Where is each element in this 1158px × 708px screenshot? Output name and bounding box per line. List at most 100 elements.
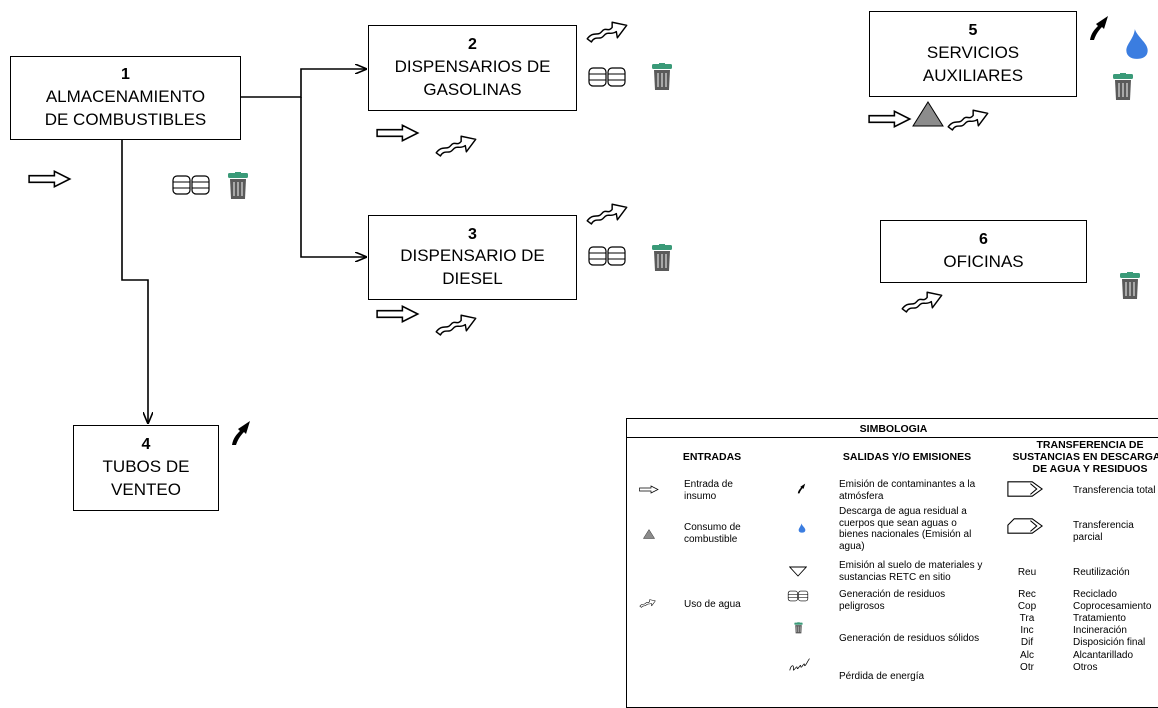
legend-text-line: combustible <box>684 533 738 545</box>
node-3-dispensario-diesel: 3 DISPENSARIO DE DIESEL <box>368 215 577 300</box>
legend-perdida-energia: Pérdida de energía <box>839 671 925 682</box>
solid-waste-icon <box>227 172 249 200</box>
solid-waste-icon <box>794 622 803 634</box>
legend-consumo-combustible: Consumo de combustible <box>684 522 764 545</box>
transfer-code-label: Incineración <box>1073 625 1127 636</box>
transfer-code: Tra <box>1019 613 1035 624</box>
edge-1-4 <box>121 139 148 423</box>
node-label-line: SERVICIOS <box>926 42 1020 62</box>
legend-text-line: insumo <box>684 490 717 502</box>
legend-text-line: cuerpos que sean aguas o <box>839 517 957 529</box>
legend-col-transferencia-line: SUSTANCIAS EN DESCARGAS <box>1012 451 1158 463</box>
legend-text-line: Transferencia <box>1073 520 1134 531</box>
transfer-code: Inc <box>1020 625 1034 636</box>
hazardous-waste-icon <box>787 590 809 602</box>
legend-transferencia-total: Transferencia total <box>1073 485 1156 496</box>
node-number: 6 <box>979 231 988 249</box>
water-discharge-icon <box>1124 28 1150 60</box>
transfer-code-label: Coprocesamiento <box>1073 601 1152 612</box>
hazardous-waste-icon <box>586 245 628 267</box>
solid-waste-icon <box>651 244 673 272</box>
water-use-icon <box>639 597 657 608</box>
input-arrow-icon <box>376 305 420 323</box>
legend-emision-atmosfera: Emisión de contaminantes a la atmósfera <box>839 479 997 502</box>
water-use-icon <box>585 16 631 43</box>
edge-1-3 <box>300 97 366 257</box>
hazardous-waste-icon <box>170 174 212 196</box>
legend-residuos-solidos: Generación de residuos sólidos <box>839 633 980 644</box>
legend-text-line: peligrosos <box>839 600 885 612</box>
node-5-servicios-auxiliares: 5 SERVICIOS AUXILIARES <box>869 11 1077 97</box>
legend-descarga-agua: Descarga de agua residual a cuerpos que … <box>839 506 997 552</box>
node-4-tubos-venteo: 4 TUBOS DE VENTEO <box>73 425 219 511</box>
node-label-line: DISPENSARIOS DE <box>394 56 551 76</box>
atmosphere-emission-icon <box>230 420 252 446</box>
total-transfer-icon <box>1007 479 1043 499</box>
edge-1-2 <box>240 69 366 98</box>
transfer-code: Otr <box>1020 662 1034 673</box>
node-number: 2 <box>468 36 477 54</box>
legend-col-transferencia-line: TRANSFERENCIA DE <box>1036 439 1144 451</box>
solid-waste-icon <box>1119 272 1141 300</box>
transfer-code-label: Reutilización <box>1073 567 1130 578</box>
node-label-line: DE COMBUSTIBLES <box>44 109 207 129</box>
node-label-line: DIESEL <box>442 269 503 289</box>
legend-text-line: bienes nacionales (Emisión al <box>839 529 972 540</box>
fuel-consumption-icon <box>643 529 655 539</box>
atmosphere-emission-icon <box>1088 15 1110 41</box>
legend-text-line: parcial <box>1073 531 1103 543</box>
energy-loss-icon <box>789 657 811 672</box>
transfer-code-label: Reciclado <box>1073 589 1117 600</box>
node-label-line: ALMACENAMIENTO <box>45 86 206 106</box>
node-label-line: GASOLINAS <box>423 79 522 99</box>
water-use-icon <box>434 309 480 336</box>
legend-text-line: Emisión de contaminantes a la <box>839 479 976 490</box>
node-2-dispensarios-gasolinas: 2 DISPENSARIOS DE GASOLINAS <box>368 25 577 111</box>
legend-title-rule <box>627 437 1158 438</box>
node-label-line: VENTEO <box>111 479 181 499</box>
legend-uso-agua: Uso de agua <box>684 599 741 610</box>
node-label-line: OFICINAS <box>943 251 1024 271</box>
legend-text-line: Consumo de <box>684 522 741 533</box>
input-arrow-icon <box>376 124 420 142</box>
water-use-icon <box>900 286 946 313</box>
atmosphere-emission-icon <box>797 483 806 494</box>
input-arrow-icon <box>28 170 72 188</box>
transfer-code-label: Disposición final <box>1073 637 1146 648</box>
node-number: 4 <box>141 436 151 454</box>
partial-transfer-icon <box>1007 516 1043 536</box>
transfer-code: Dif <box>1020 637 1034 648</box>
water-use-icon <box>946 104 992 131</box>
solid-waste-icon <box>651 63 673 91</box>
node-number: 1 <box>121 66 130 84</box>
transfer-code-label: Otros <box>1073 662 1098 673</box>
legend-text-line: Entrada de <box>684 479 733 490</box>
fuel-consumption-icon <box>912 101 944 127</box>
hazardous-waste-icon <box>586 66 628 88</box>
legend-text-line: sustancias RETC en sitio <box>839 571 951 583</box>
solid-waste-icon <box>1112 73 1134 101</box>
node-label-line: AUXILIARES <box>922 65 1024 85</box>
legend-residuos-peligrosos: Generación de residuos peligrosos <box>839 589 997 612</box>
transfer-code-label: Alcantarillado <box>1073 650 1134 661</box>
transfer-code: Rec <box>1018 589 1036 600</box>
input-arrow-icon <box>639 485 659 494</box>
legend-text-line: atmósfera <box>839 490 884 502</box>
legend-col-transferencia-line: DE AGUA Y RESIDUOS <box>1032 463 1148 475</box>
water-use-icon <box>585 198 631 225</box>
water-discharge-icon <box>798 523 806 533</box>
legend-col-entradas: ENTRADAS <box>682 451 742 463</box>
legend-simbologia: SIMBOLOGIA ENTRADAS SALIDAS Y/O EMISIONE… <box>626 418 1158 708</box>
transfer-code: Reu <box>1017 567 1037 578</box>
node-number: 5 <box>968 22 978 40</box>
node-number: 3 <box>468 225 477 243</box>
soil-emission-icon <box>789 566 807 577</box>
node-label-line: DISPENSARIO DE <box>400 246 545 266</box>
transfer-code: Alc <box>1020 650 1034 661</box>
legend-text-line: Generación de residuos <box>839 589 946 600</box>
legend-entrada-insumo: Entrada de insumo <box>684 479 764 502</box>
legend-title: SIMBOLOGIA <box>859 423 928 435</box>
node-1-almacenamiento: 1 ALMACENAMIENTO DE COMBUSTIBLES <box>10 56 241 140</box>
node-label-line: TUBOS DE <box>102 456 190 476</box>
